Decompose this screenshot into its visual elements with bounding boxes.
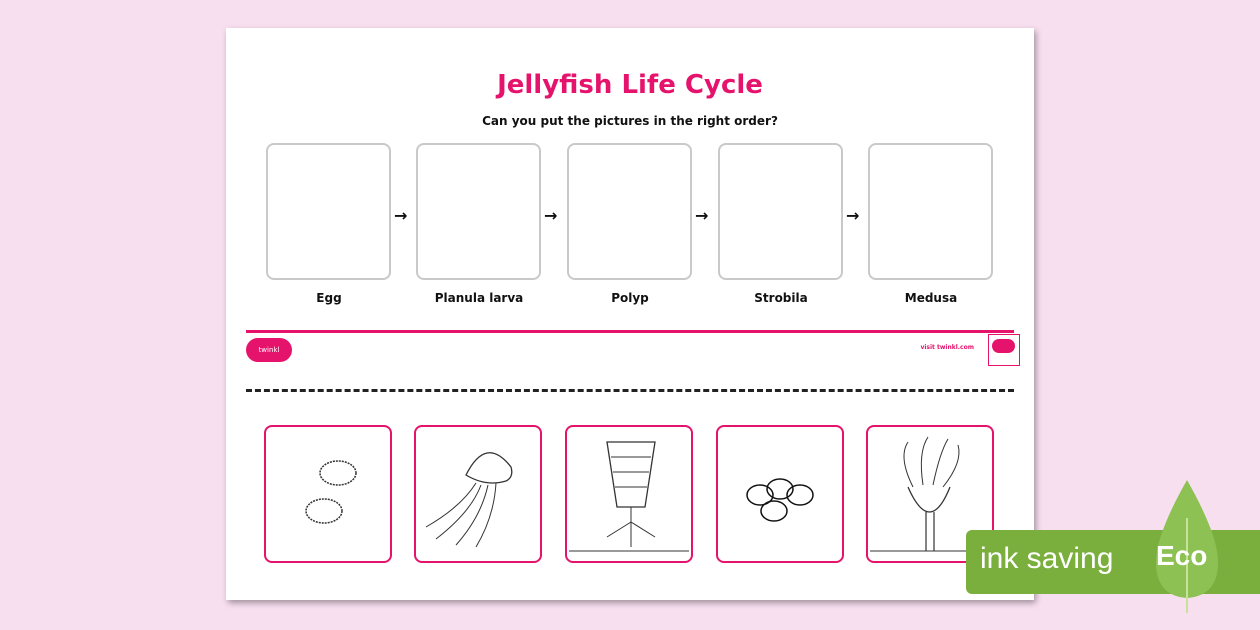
- empty-box-4: [718, 143, 843, 280]
- arrow-right-icon: →: [695, 206, 709, 225]
- strobila-icon: [569, 441, 689, 552]
- ink-saving-label: ink saving: [980, 542, 1114, 575]
- spiky-eggs-icon: [305, 460, 357, 524]
- divider: [246, 330, 1014, 333]
- eco-label: Eco: [1156, 540, 1208, 571]
- footer-url: visit twinkl.com: [920, 344, 974, 351]
- arrow-right-icon: →: [544, 206, 558, 225]
- stage-label-planula: Planula larva: [434, 291, 524, 305]
- picture-card-jellyfish: [414, 425, 542, 563]
- cut-line: [246, 389, 1014, 392]
- picture-card-egg-cluster: [716, 425, 844, 563]
- empty-box-3: [567, 143, 692, 280]
- egg-cluster-icon: [746, 478, 814, 522]
- arrow-right-icon: →: [846, 206, 860, 225]
- worksheet: Jellyfish Life Cycle Can you put the pic…: [226, 28, 1034, 600]
- empty-box-2: [416, 143, 541, 280]
- stage-label-strobila: Strobila: [754, 291, 808, 305]
- twinkl-logo: twinkl: [246, 338, 292, 362]
- picture-card-spiky-eggs: [264, 425, 392, 563]
- stage-label-egg: Egg: [316, 291, 342, 305]
- empty-box-1: [266, 143, 391, 280]
- leaf-icon: [1155, 480, 1219, 613]
- picture-card-polyp: [866, 425, 994, 563]
- arrow-right-icon: →: [394, 206, 408, 225]
- jellyfish-icon: [425, 452, 513, 548]
- stage-label-medusa: Medusa: [904, 291, 958, 305]
- twinkl-badge-icon: [988, 334, 1020, 366]
- page-title: Jellyfish Life Cycle: [497, 70, 763, 100]
- stage-label-polyp: Polyp: [611, 291, 649, 305]
- empty-box-5: [868, 143, 993, 280]
- picture-card-strobila: [565, 425, 693, 563]
- instructions: Can you put the pictures in the right or…: [482, 114, 778, 128]
